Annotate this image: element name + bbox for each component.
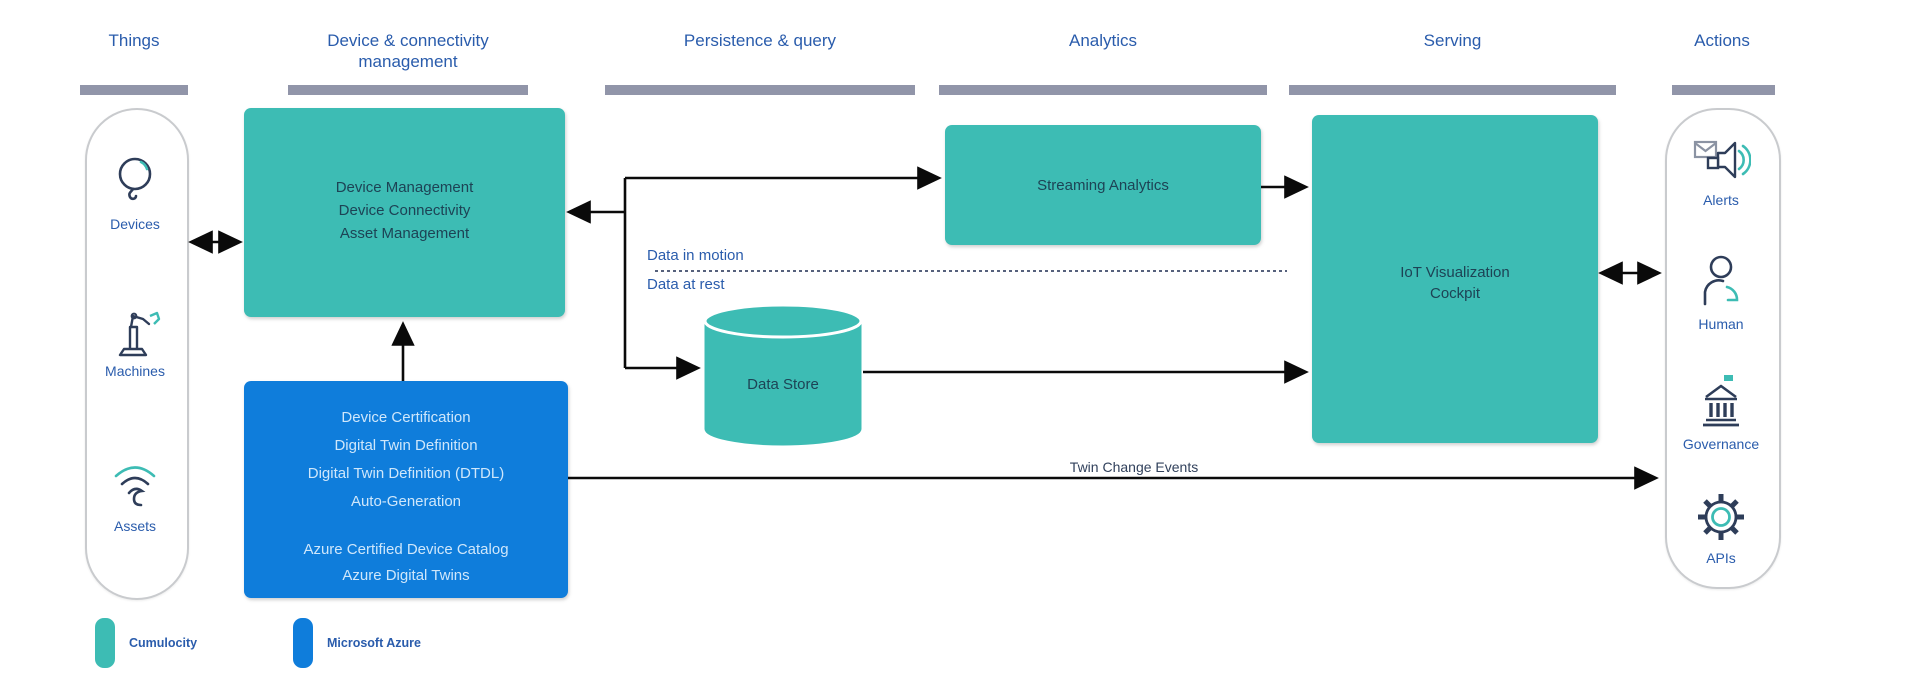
actions-item-label: Human bbox=[1698, 316, 1744, 332]
streaming-analytics-label: Streaming Analytics bbox=[1037, 177, 1169, 194]
twin-change-events-label: Twin Change Events bbox=[1069, 459, 1199, 475]
legend-item-cumulocity: Cumulocity bbox=[95, 618, 197, 668]
iot-visualization-cockpit-box bbox=[1312, 115, 1598, 443]
column-header-analytics: Analytics bbox=[1068, 31, 1138, 50]
robot-arm-icon bbox=[118, 311, 161, 357]
column-bar-persistence-query bbox=[605, 85, 915, 95]
data-in-motion-label: Data in motion bbox=[647, 247, 744, 264]
column-header-things: Things bbox=[108, 31, 160, 50]
column-bar-serving bbox=[1289, 85, 1616, 95]
actions-item-label: Governance bbox=[1682, 436, 1760, 452]
actions-item-label: Alerts bbox=[1703, 192, 1739, 208]
column-header-serving: Serving bbox=[1423, 31, 1482, 50]
legend-label-cumulocity: Cumulocity bbox=[129, 636, 198, 650]
column-header-persistence-query: Persistence & query bbox=[683, 31, 837, 50]
bank-icon bbox=[1703, 375, 1739, 427]
actions-item-governance: Governance bbox=[1665, 372, 1777, 452]
person-icon bbox=[1703, 255, 1739, 306]
column-bar-device-connectivity bbox=[288, 85, 528, 95]
things-item-label: Machines bbox=[105, 363, 165, 379]
iot-visualization-cockpit-label: IoT Visualization Cockpit bbox=[1400, 264, 1510, 302]
column-bar-things bbox=[80, 85, 188, 95]
flag bbox=[1724, 375, 1733, 381]
device-bulb-icon bbox=[118, 157, 152, 201]
column-header-device-connectivity: Device & connectivity management bbox=[327, 31, 489, 71]
things-item-label: Devices bbox=[110, 216, 160, 232]
cumulocity-swatch bbox=[95, 618, 115, 668]
data-at-rest-label: Data at rest bbox=[647, 276, 725, 293]
legend-item-microsoft-azure: Microsoft Azure bbox=[293, 618, 421, 668]
things-item-assets: Assets bbox=[85, 456, 185, 534]
microsoft-azure-swatch bbox=[293, 618, 313, 668]
actions-item-alerts: Alerts bbox=[1665, 136, 1777, 208]
actions-item-human: Human bbox=[1665, 252, 1777, 332]
column-header-actions: Actions bbox=[1694, 31, 1750, 50]
column-bar-actions bbox=[1672, 85, 1775, 95]
azure-box bbox=[244, 381, 568, 598]
things-item-devices: Devices bbox=[85, 152, 185, 232]
signal-icon bbox=[114, 466, 156, 507]
actions-item-label: APIs bbox=[1706, 550, 1736, 566]
gear-icon bbox=[1698, 494, 1744, 540]
things-item-machines: Machines bbox=[85, 303, 185, 379]
streaming-analytics-box bbox=[945, 125, 1261, 245]
actions-item-apis: APIs bbox=[1665, 486, 1777, 566]
legend-label-microsoft-azure: Microsoft Azure bbox=[327, 636, 421, 650]
device-management-box-text: Device Management Device Connectivity As… bbox=[335, 179, 474, 242]
azure-box-text: Device Certification Digital Twin Defini… bbox=[244, 404, 568, 589]
device-management-box bbox=[244, 108, 565, 317]
things-item-label: Assets bbox=[113, 518, 156, 534]
column-bar-analytics bbox=[939, 85, 1267, 95]
data-store-label: Data Store bbox=[747, 376, 819, 393]
data-store-cylinder bbox=[703, 303, 863, 446]
alert-megaphone-icon bbox=[1693, 140, 1751, 179]
